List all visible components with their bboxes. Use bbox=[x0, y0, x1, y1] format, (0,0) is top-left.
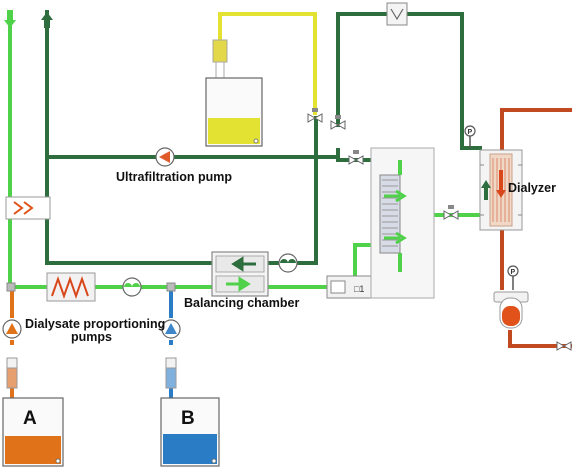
ultrafiltrate-line bbox=[218, 12, 317, 115]
conductivity-sensor: □1 bbox=[326, 275, 372, 299]
blood-lines bbox=[500, 108, 572, 348]
heater-icon bbox=[46, 272, 96, 302]
valve-icon bbox=[443, 205, 459, 220]
balancing-chamber bbox=[211, 251, 269, 297]
heat-exchanger-icon bbox=[5, 196, 51, 220]
balancing-chamber-label: Balancing chamber bbox=[184, 296, 300, 310]
valve-icon bbox=[348, 150, 364, 165]
svg-text:P: P bbox=[468, 129, 473, 136]
arrow-up-icon bbox=[41, 12, 53, 28]
valve-icon bbox=[330, 115, 346, 130]
tank-b-label: B bbox=[181, 408, 195, 429]
dialyzer-label: Dialyzer bbox=[508, 181, 556, 195]
junction-a bbox=[6, 282, 16, 292]
junction-b bbox=[166, 282, 176, 292]
valve-icon bbox=[307, 108, 323, 123]
concentrate-b-tank bbox=[160, 357, 220, 467]
svg-text:□1: □1 bbox=[354, 284, 364, 294]
dialysate-pumps-label-line2: pumps bbox=[71, 330, 112, 344]
arrow-down-icon bbox=[4, 10, 16, 28]
ultrafiltrate-container bbox=[205, 39, 263, 147]
check-valve-icon bbox=[386, 2, 408, 26]
ultrafiltration-pump-icon bbox=[155, 147, 175, 167]
ultrafiltration-pump-label: Ultrafiltration pump bbox=[116, 170, 232, 184]
pump-a-icon bbox=[2, 319, 22, 339]
dialysate-pumps-label-line1: Dialysate proportioning bbox=[25, 317, 166, 331]
filter-icon bbox=[370, 147, 435, 299]
valve-icon bbox=[556, 341, 572, 351]
tank-a-label: A bbox=[23, 408, 37, 429]
concentrate-a-tank bbox=[2, 357, 64, 467]
dialyzer bbox=[479, 149, 523, 231]
pump-b-icon bbox=[161, 319, 181, 339]
drip-chamber bbox=[493, 291, 529, 329]
svg-text:P: P bbox=[511, 269, 516, 276]
pump-icon bbox=[122, 277, 142, 297]
pressure-gauge-icon: P bbox=[464, 125, 476, 148]
pressure-gauge-icon: P bbox=[507, 265, 519, 290]
pump-icon bbox=[278, 253, 298, 273]
